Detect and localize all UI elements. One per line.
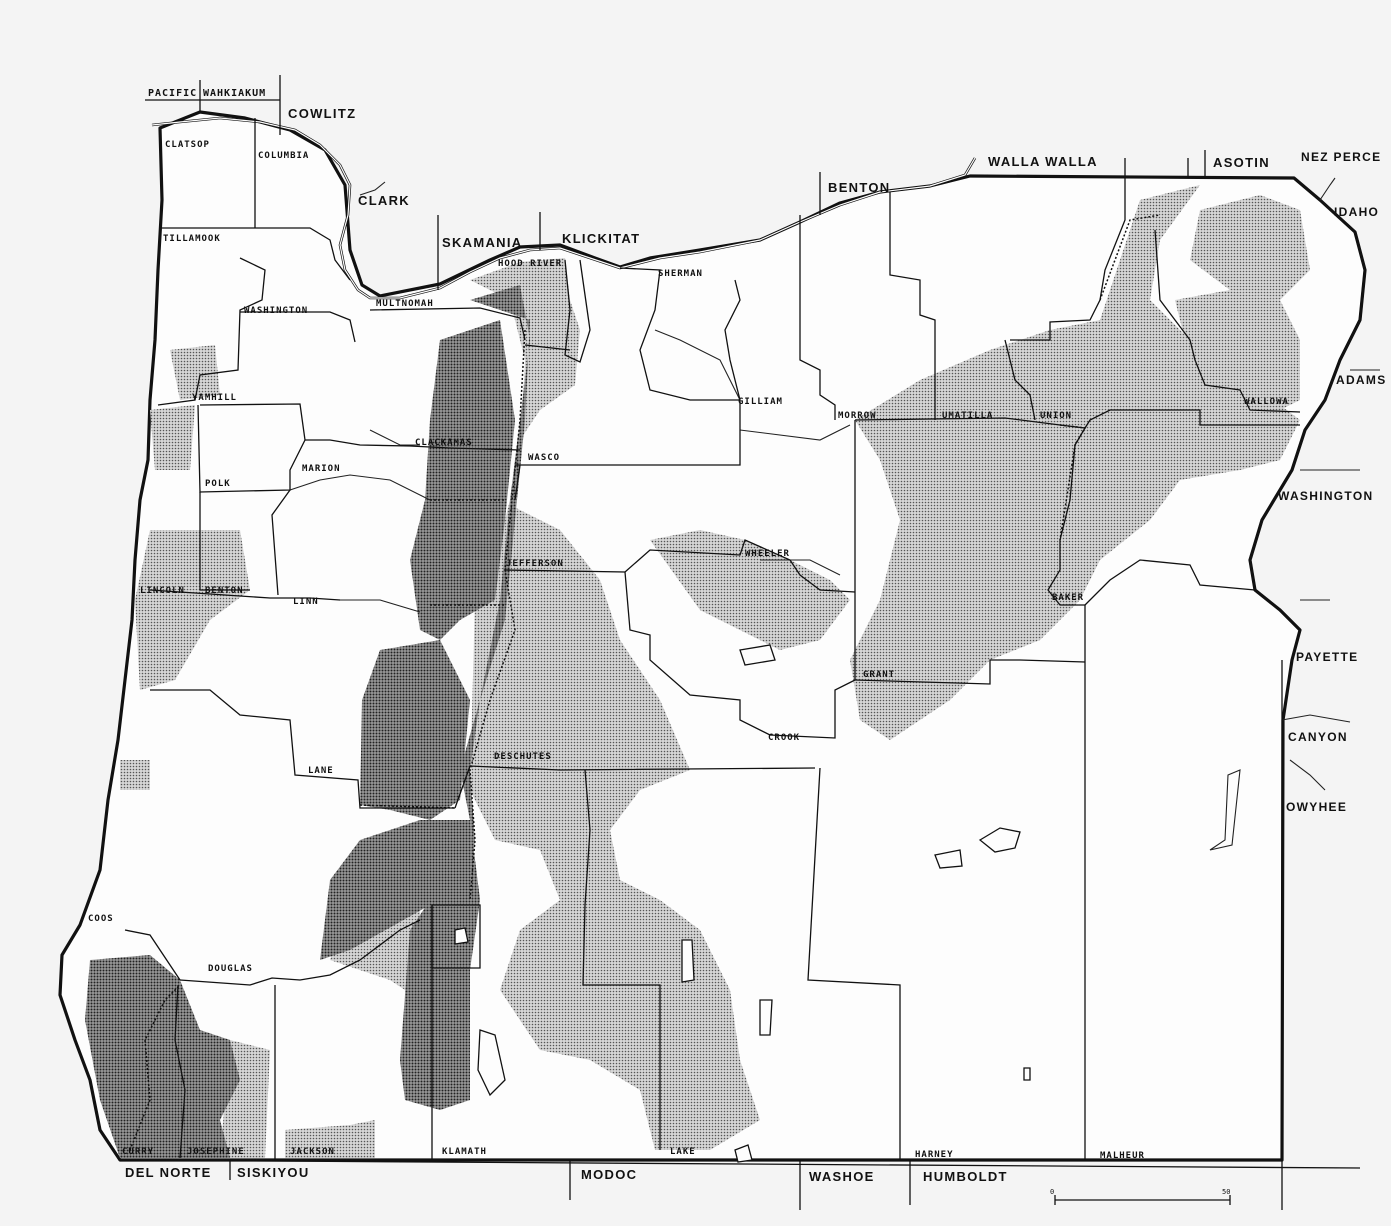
county-label-morrow: MORROW [838, 411, 877, 421]
county-label-harney: HARNEY [915, 1150, 954, 1160]
county-label-grant: GRANT [863, 670, 895, 680]
county-label-washington: WASHINGTON [244, 306, 308, 316]
neighbor-label-modoc: MODOC [581, 1167, 637, 1182]
neighbor-label-benton-wa: BENTON [828, 180, 890, 195]
county-label-deschutes: DESCHUTES [494, 752, 552, 762]
county-label-lincoln: LINCOLN [140, 586, 185, 596]
county-label-wasco: WASCO [528, 453, 560, 463]
county-label-umatilla: UMATILLA [942, 411, 993, 421]
neighbor-label-canyon: CANYON [1288, 730, 1348, 744]
county-label-sherman: SHERMAN [658, 269, 703, 279]
county-label-lane: LANE [308, 766, 334, 776]
neighbor-boundaries [119, 75, 1361, 1210]
neighbor-label-del-norte: DEL NORTE [125, 1165, 212, 1180]
lakes [454, 644, 1031, 1163]
neighbor-label-siskiyou: SISKIYOU [237, 1165, 310, 1180]
neighbor-label-pacific: PACIFIC [148, 88, 197, 99]
county-label-benton: BENTON [205, 586, 244, 596]
neighbor-label-payette: PAYETTE [1296, 650, 1358, 664]
neighbor-label-skamania: SKAMANIA [442, 235, 522, 250]
county-label-douglas: DOUGLAS [208, 964, 253, 974]
neighbor-label-asotin: ASOTIN [1213, 155, 1270, 170]
county-label-clatsop: CLATSOP [165, 140, 210, 150]
scale-end-label: 50 [1222, 1188, 1230, 1196]
county-label-gilliam: GILLIAM [738, 397, 783, 407]
neighbor-label-cowlitz: COWLITZ [288, 106, 356, 121]
county-label-klamath: KLAMATH [442, 1147, 487, 1157]
county-label-jefferson: JEFFERSON [506, 559, 564, 569]
county-label-multnomah: MULTNOMAH [376, 299, 434, 309]
county-label-hood-river: HOOD RIVER [498, 259, 562, 269]
light-shaded-regions [120, 185, 1310, 1158]
county-label-lake: LAKE [670, 1147, 696, 1157]
county-label-yamhill: YAMHILL [192, 393, 237, 403]
county-label-crook: CROOK [768, 733, 800, 743]
scale-start-label: 0 [1050, 1188, 1054, 1196]
neighbor-label-klickitat: KLICKITAT [562, 231, 640, 246]
county-label-coos: COOS [88, 914, 114, 924]
neighbor-label-washington-id: WASHINGTON [1278, 489, 1373, 503]
county-label-wallowa: WALLOWA [1244, 397, 1289, 407]
dark-shaded-regions [85, 285, 530, 1158]
neighbor-label-nez-perce: NEZ PERCE [1301, 150, 1381, 164]
county-label-baker: BAKER [1052, 593, 1084, 603]
county-label-jackson: JACKSON [290, 1147, 335, 1157]
county-boundaries [124, 118, 1301, 1160]
neighbor-label-clark: CLARK [358, 193, 410, 208]
county-label-josephine: JOSEPHINE [187, 1147, 245, 1157]
county-label-wheeler: WHEELER [745, 549, 790, 559]
county-labels: CLATSOP COLUMBIA TILLAMOOK WASHINGTON MU… [88, 140, 1289, 1161]
dotted-boundaries [129, 214, 1161, 1151]
neighbor-label-humboldt: HUMBOLDT [923, 1169, 1008, 1184]
county-label-malheur: MALHEUR [1100, 1151, 1145, 1161]
county-label-union: UNION [1040, 411, 1072, 421]
county-label-polk: POLK [205, 479, 231, 489]
county-label-clackamas: CLACKAMAS [415, 438, 473, 448]
neighbor-label-wahkiakum: WAHKIAKUM [203, 88, 266, 99]
county-label-marion: MARION [302, 464, 341, 474]
county-label-columbia: COLUMBIA [258, 151, 309, 161]
snake-river [1248, 177, 1367, 631]
county-label-curry: CURRY [122, 1147, 154, 1157]
neighbor-labels: PACIFIC WAHKIAKUM COWLITZ CLARK SKAMANIA… [125, 88, 1387, 1184]
county-label-linn: LINN [293, 597, 319, 607]
neighbor-label-adams: ADAMS [1336, 373, 1387, 387]
neighbor-label-washoe: WASHOE [809, 1169, 875, 1184]
neighbor-label-owyhee: OWYHEE [1286, 800, 1347, 814]
county-label-tillamook: TILLAMOOK [163, 234, 221, 244]
neighbor-label-walla-walla: WALLA WALLA [988, 154, 1098, 169]
creeks [289, 177, 1380, 851]
scale-bar: 0 50 [1050, 1188, 1231, 1205]
neighbor-label-idaho: IDAHO [1334, 205, 1379, 219]
